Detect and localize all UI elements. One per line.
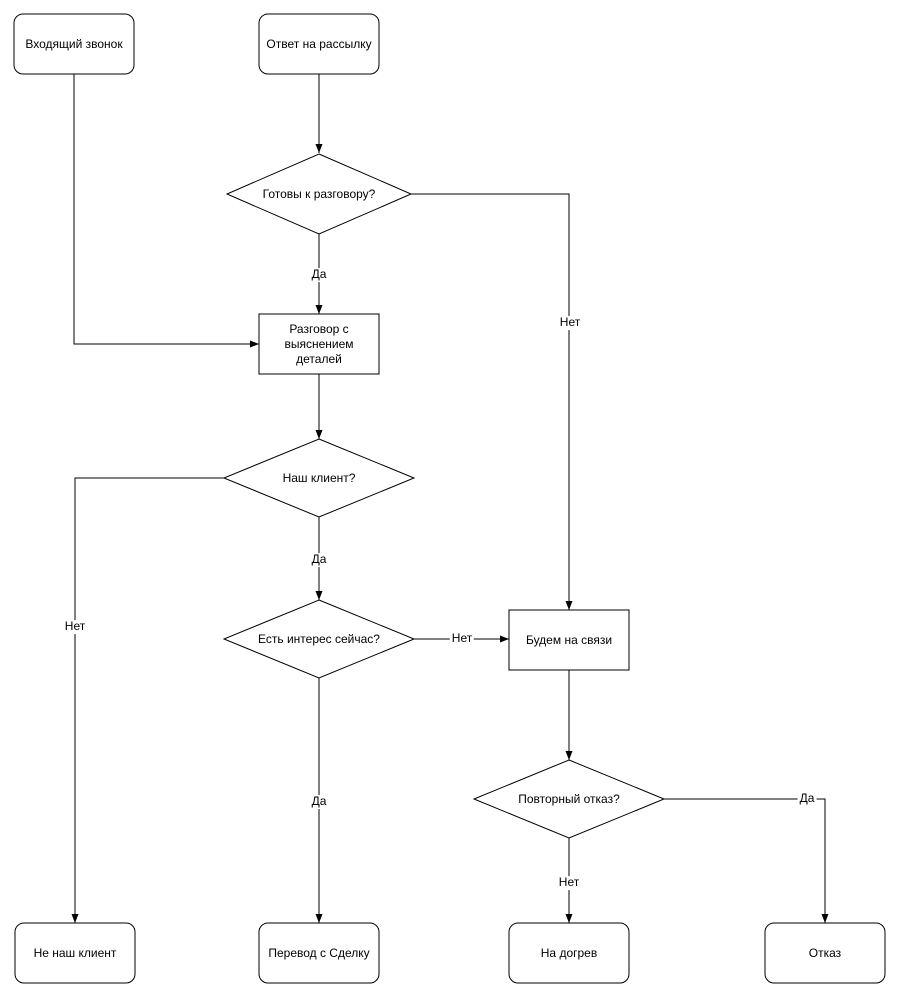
- node-repeated-refusal-shape: [472, 759, 666, 839]
- edge-label-ready-no: Нет: [557, 315, 583, 330]
- node-detail-conversation-shape: [258, 313, 380, 375]
- node-not-our-client-shape: [14, 922, 136, 984]
- edge-label-our-client-no: Нет: [62, 619, 88, 634]
- edge-ready-no-to-keep-in-touch: [411, 193, 573, 610]
- node-warm-up-shape: [508, 922, 630, 984]
- edge-label-our-client-yes: Да: [309, 552, 329, 567]
- node-mailing-reply-shape: [258, 13, 380, 75]
- node-transfer-to-deal-shape: [258, 922, 380, 984]
- edge-label-repeated-no: Нет: [556, 875, 582, 890]
- edge-label-interest-yes: Да: [309, 794, 329, 809]
- node-incoming-call-shape: [13, 13, 135, 75]
- edge-incoming-call-to-conversation: [73, 74, 259, 348]
- node-our-client-shape: [222, 438, 416, 518]
- edge-our-client-no-to-not-our-client: [71, 477, 224, 923]
- edge-label-ready-yes: Да: [309, 267, 329, 282]
- edge-repeated-yes-to-refusal: [664, 798, 829, 923]
- node-interest-now-shape: [222, 599, 416, 679]
- edge-label-interest-no: Нет: [449, 631, 475, 646]
- node-keep-in-touch-shape: [508, 609, 630, 671]
- edge-label-repeated-yes: Да: [797, 791, 817, 806]
- node-ready-to-talk-shape: [225, 153, 413, 235]
- node-refusal-shape: [764, 922, 886, 984]
